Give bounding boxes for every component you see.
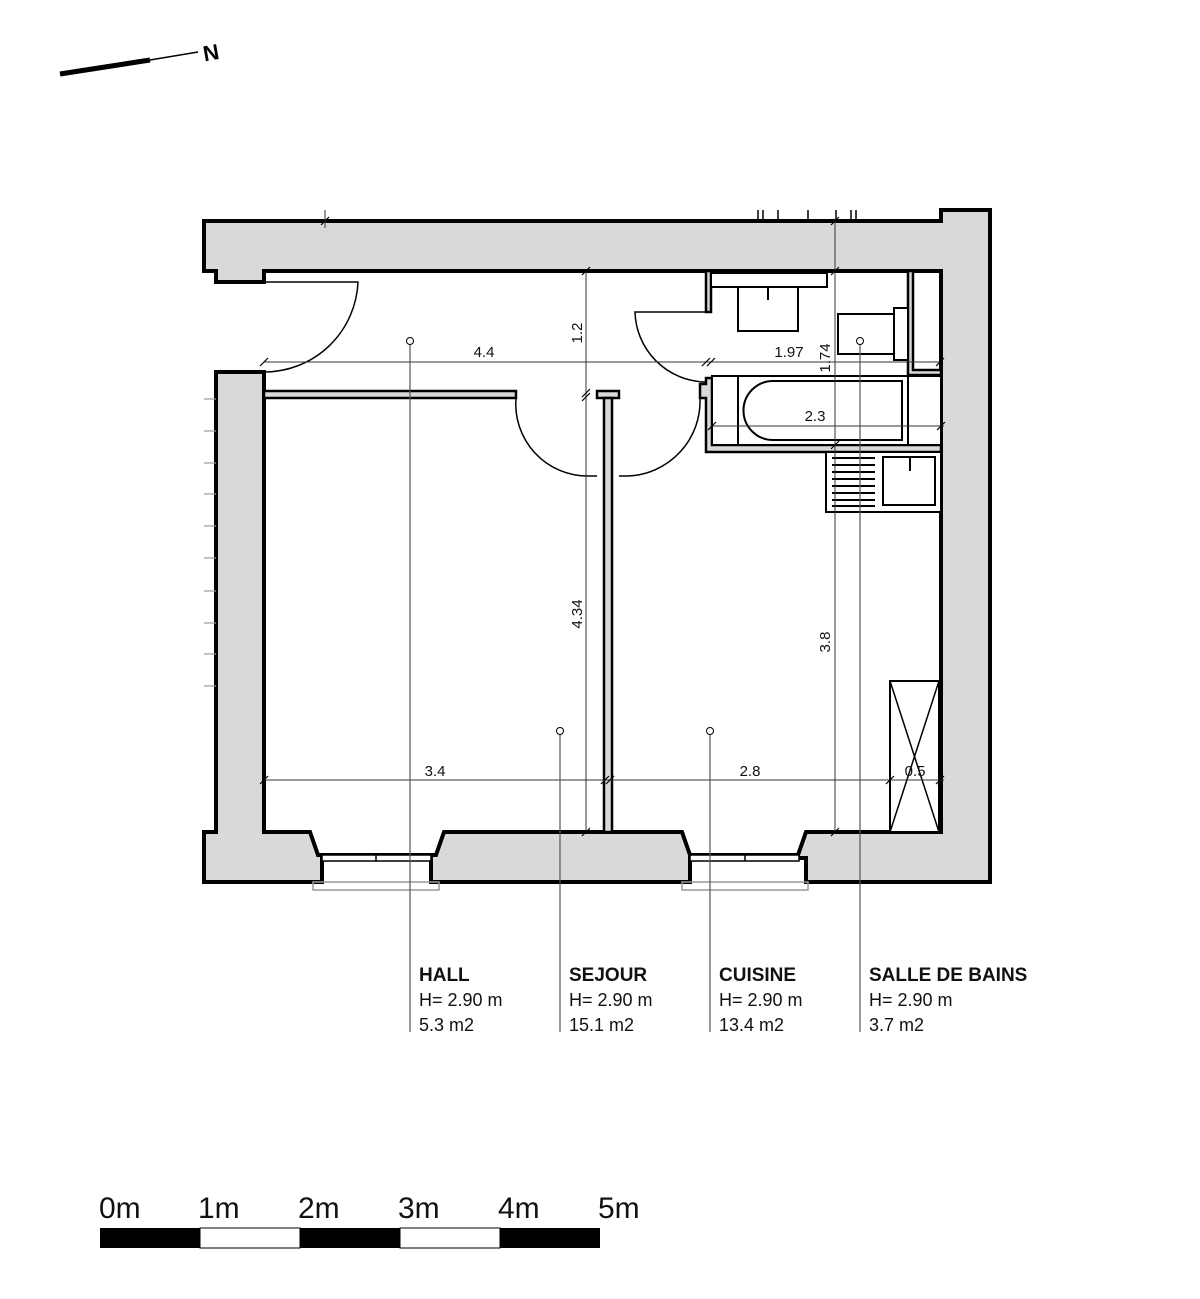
svg-text:H= 2.90 m: H= 2.90 m (419, 990, 503, 1010)
dim-sejour-depth: 4.34 (569, 599, 586, 628)
svg-text:H= 2.90 m: H= 2.90 m (569, 990, 653, 1010)
dim-closet-width: 0.5 (905, 763, 926, 780)
dim-tub-length: 2.3 (805, 408, 826, 425)
svg-text:5.3 m2: 5.3 m2 (419, 1015, 474, 1035)
north-label: N (201, 39, 221, 66)
interior-partitions (262, 269, 943, 834)
windows (312, 854, 809, 891)
dimension-lines: 4.4 1.2 1.97 1.74 2.3 4.34 3.8 3.4 2.8 0… (259, 210, 946, 837)
drainer-icon (832, 457, 875, 507)
svg-text:SEJOUR: SEJOUR (569, 965, 647, 986)
dim-cuisine-depth: 3.8 (817, 632, 834, 653)
bathtub-icon (742, 380, 903, 441)
svg-text:13.4 m2: 13.4 m2 (719, 1015, 784, 1035)
svg-text:HALL: HALL (419, 965, 470, 986)
dim-sejour-width: 3.4 (425, 763, 446, 780)
doors (263, 281, 706, 477)
toilet-icon (837, 313, 895, 355)
scale-bar: 0m 1m 2m 3m 4m 5m (99, 1192, 640, 1249)
svg-text:3.7 m2: 3.7 m2 (869, 1015, 924, 1035)
dim-hall-depth: 1.2 (569, 323, 586, 344)
bathroom-fixtures (710, 272, 942, 446)
dim-hall-width: 4.4 (474, 344, 495, 361)
svg-text:0m: 0m (99, 1192, 141, 1225)
room-leaders (406, 337, 864, 1032)
left-wall-ticks (204, 398, 216, 687)
kitchen-fixtures (825, 451, 942, 833)
exterior-walls (202, 208, 992, 884)
svg-text:H= 2.90 m: H= 2.90 m (869, 990, 953, 1010)
svg-text:CUISINE: CUISINE (719, 965, 796, 986)
dim-bath-width: 1.97 (774, 344, 803, 361)
room-label-cuisine: CUISINE H= 2.90 m 13.4 m2 (719, 965, 803, 1035)
svg-text:5m: 5m (598, 1192, 640, 1225)
svg-text:1m: 1m (198, 1192, 240, 1225)
dim-cuisine-width: 2.8 (740, 763, 761, 780)
svg-text:3m: 3m (398, 1192, 440, 1225)
wall-stubs-top (757, 210, 942, 221)
svg-text:4m: 4m (498, 1192, 540, 1225)
svg-text:15.1 m2: 15.1 m2 (569, 1015, 634, 1035)
svg-text:H= 2.90 m: H= 2.90 m (719, 990, 803, 1010)
svg-text:2m: 2m (298, 1192, 340, 1225)
dim-bath-depth: 1.74 (817, 343, 834, 372)
north-arrow-icon: N (59, 39, 221, 77)
room-label-salle-de-bains: SALLE DE BAINS H= 2.90 m 3.7 m2 (869, 965, 1027, 1035)
room-label-hall: HALL H= 2.90 m 5.3 m2 (419, 965, 503, 1035)
svg-text:SALLE DE BAINS: SALLE DE BAINS (869, 965, 1027, 986)
room-label-sejour: SEJOUR H= 2.90 m 15.1 m2 (569, 965, 653, 1035)
